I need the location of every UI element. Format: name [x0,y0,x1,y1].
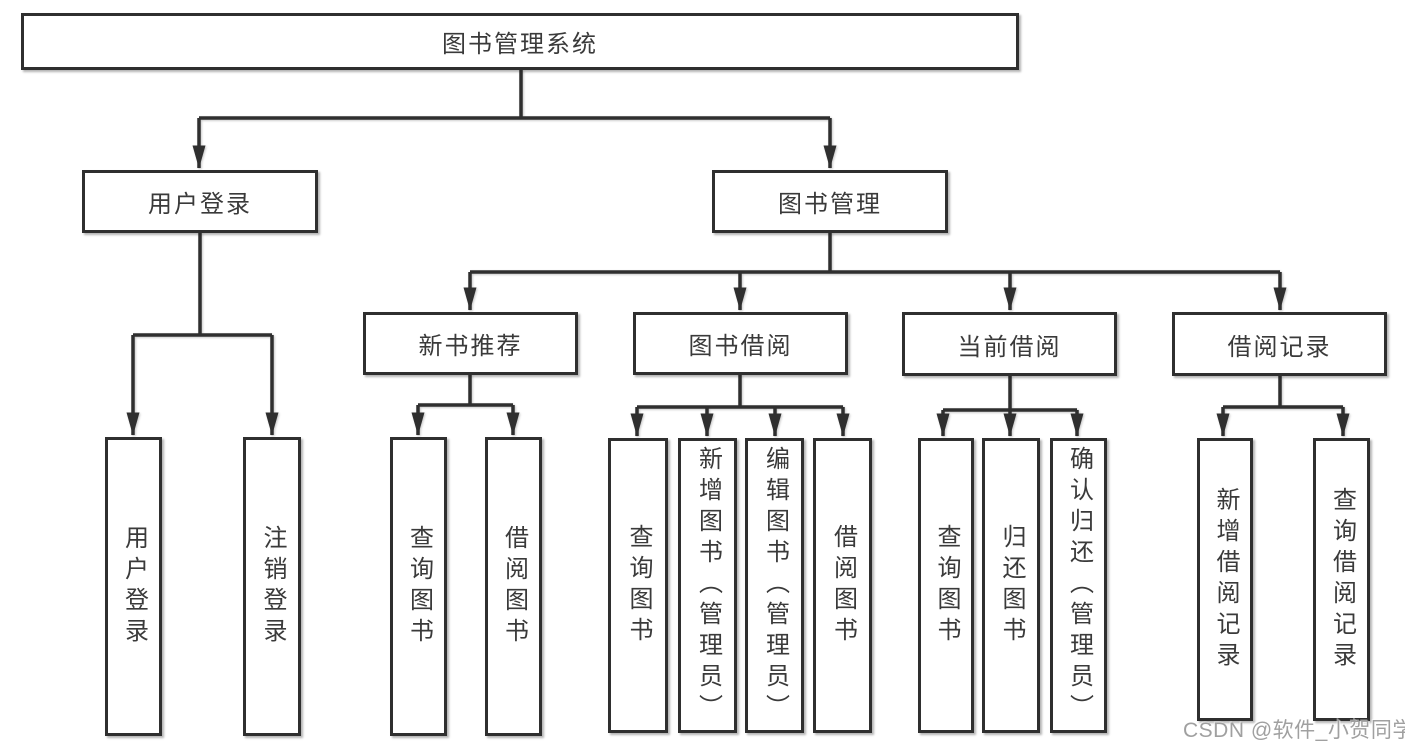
node-library-management-system: 图书管理系统 [21,13,1019,70]
node-book-management: 图书管理 [712,170,948,233]
csdn-watermark: CSDN @软件_小贺同学 [1183,719,1405,742]
node-book-borrow: 图书借阅 [633,312,848,375]
leaf-add-borrow-record: 新增借阅记录 [1197,438,1253,721]
node-borrow-records: 借阅记录 [1172,312,1387,376]
leaf-logout: 注销登录 [243,437,301,736]
leaf-query-book-borrow: 查询图书 [608,438,668,733]
leaf-confirm-return-admin: 确认归还（管理员） [1050,438,1107,733]
leaf-borrow-book-recommend: 借阅图书 [485,437,542,736]
node-user-login: 用户登录 [82,170,318,233]
leaf-return-book: 归还图书 [982,438,1040,733]
leaf-borrow-book: 借阅图书 [813,438,872,733]
leaf-edit-book-admin: 编辑图书（管理员） [745,438,804,733]
leaf-query-book-current: 查询图书 [918,438,974,733]
leaf-query-book-recommend: 查询图书 [390,437,447,736]
node-new-book-recommend: 新书推荐 [363,312,578,375]
leaf-query-borrow-record: 查询借阅记录 [1313,438,1370,721]
leaf-user-login: 用户登录 [105,437,162,736]
leaf-add-book-admin: 新增图书（管理员） [678,438,737,733]
node-current-borrow: 当前借阅 [902,312,1117,376]
